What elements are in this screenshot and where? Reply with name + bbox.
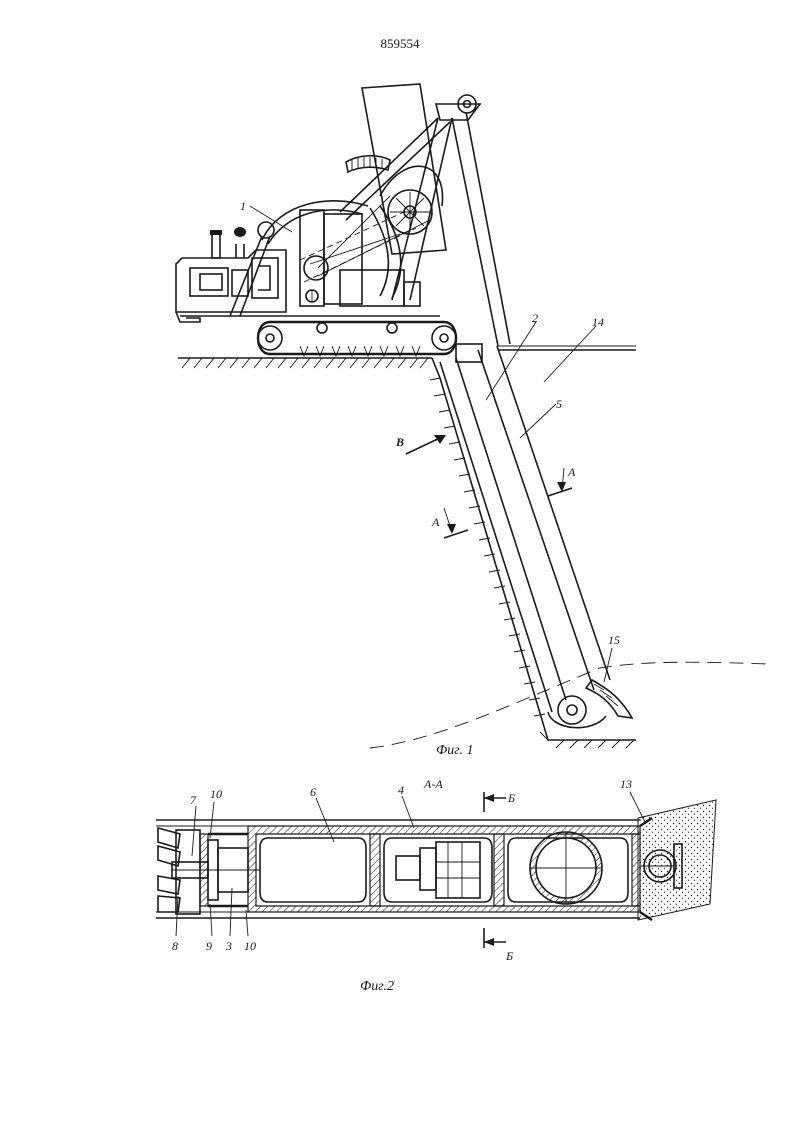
label-3: 3 [225,939,232,953]
section-arrow-left [443,507,469,539]
label-10-top: 10 [210,787,222,801]
section-line-b [483,792,506,948]
soil-block [637,799,717,921]
label-6: 6 [310,785,316,799]
housing-walls [247,825,641,913]
element-13 [639,817,683,921]
label-8: 8 [172,939,178,953]
label-13: 13 [620,777,632,791]
patent-number: 859554 [380,36,420,51]
cutter-assembly [157,826,260,915]
crawler-track [256,320,458,358]
base-machine [175,165,444,323]
compartment-6 [259,837,367,903]
figure-1-leaders [249,205,613,683]
label-section-b-top: Б [507,791,515,805]
label-7: 7 [190,793,197,807]
figure-2-caption: Фиг.2 [360,979,394,994]
compartment-4-motor [383,837,493,903]
trench-wall-left [429,357,636,749]
section-arrow-right [547,467,573,497]
working-boom [439,343,634,729]
label-14: 14 [592,315,604,329]
label-section-b-bottom: Б [505,949,513,963]
figure-2-leaders [175,791,647,937]
label-view-b: В [395,435,404,449]
label-1: 1 [240,199,246,213]
label-9: 9 [206,939,212,953]
compartment-pipe [507,831,629,905]
label-section-a-left: А [431,515,440,529]
label-section-a-right: А [567,465,576,479]
figure-1-caption: Фиг. 1 [436,743,474,758]
ground-surface [178,345,636,369]
label-10-bottom: 10 [244,939,256,953]
view-arrow-b [405,435,446,455]
section-title-aa: А-А [423,777,443,791]
figure-1: 1 2 14 5 15 В А А Фиг. 1 [175,83,771,758]
label-5: 5 [556,397,562,411]
label-2: 2 [532,311,538,325]
label-15: 15 [608,633,620,647]
soil-boundary-line [369,661,771,749]
mast [339,83,511,347]
label-4: 4 [398,783,404,797]
figure-2: 7 10 6 4 А-А Б 13 8 9 3 10 Б Фиг.2 [156,777,717,994]
